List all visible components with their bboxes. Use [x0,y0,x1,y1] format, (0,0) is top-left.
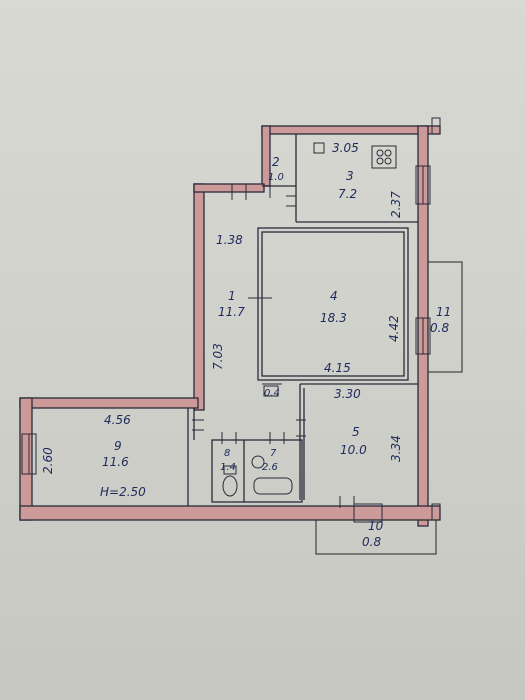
room-7-number: 7 [270,448,277,459]
room-8-number: 8 [224,448,230,459]
room-8-area: 1.4 [220,462,236,473]
room-5-number: 5 [352,425,360,439]
room-2-number: 2 [272,155,280,169]
washbasin-icon [251,455,265,469]
room-2-area: 1.0 [268,172,284,183]
dim-kitchen-width: 3.05 [332,141,359,155]
room-1-area: 11.7 [218,305,245,319]
room-4-area: 18.3 [320,311,347,325]
room-7-area: 2.6 [262,462,278,473]
door-marks [192,184,355,508]
room-4-number: 4 [330,289,338,303]
balconies [315,261,463,555]
dim-hall-length: 7.03 [211,343,225,370]
dimension-labels: 3.05 2.37 1.38 7.03 4.42 4.15 3.30 3.34 … [41,141,403,499]
room-9-area: 11.6 [102,455,129,469]
dim-living-depth: 4.42 [387,315,401,342]
room-3-number: 3 [346,169,354,183]
dim-room9-width: 4.56 [104,413,131,427]
room-9-number: 9 [114,439,122,453]
room-5-area: 10.0 [340,443,367,457]
room-10-area: 0.8 [362,535,381,549]
room-10-number: 10 [368,519,384,533]
dim-kitchen-depth: 2.37 [389,191,403,218]
dim-bedroom-width: 3.30 [334,387,361,401]
toilet-icon [222,475,238,497]
dim-bedroom-depth: 3.34 [389,435,403,462]
room-11-area: 0.8 [430,321,449,335]
dim-small-gap: 0.4 [264,388,280,399]
balcony-11 [427,261,463,373]
dim-room9-depth: 2.60 [41,447,55,474]
fixtures [222,142,397,497]
windows [21,117,441,523]
balcony-10 [315,519,437,555]
ceiling-height: H=2.50 [100,485,146,499]
room-labels: 2 1.0 3 7.2 1 11.7 4 18.3 5 10.0 9 11.6 … [102,155,451,549]
bathtub-icon [253,477,293,495]
room-11-number: 11 [436,305,451,319]
room-3-area: 7.2 [338,187,357,201]
dim-living-width: 4.15 [324,361,351,375]
sink-icon [313,142,325,154]
dim-hall-top: 1.38 [216,233,243,247]
stove-icon [371,145,397,169]
room-1-number: 1 [228,289,236,303]
